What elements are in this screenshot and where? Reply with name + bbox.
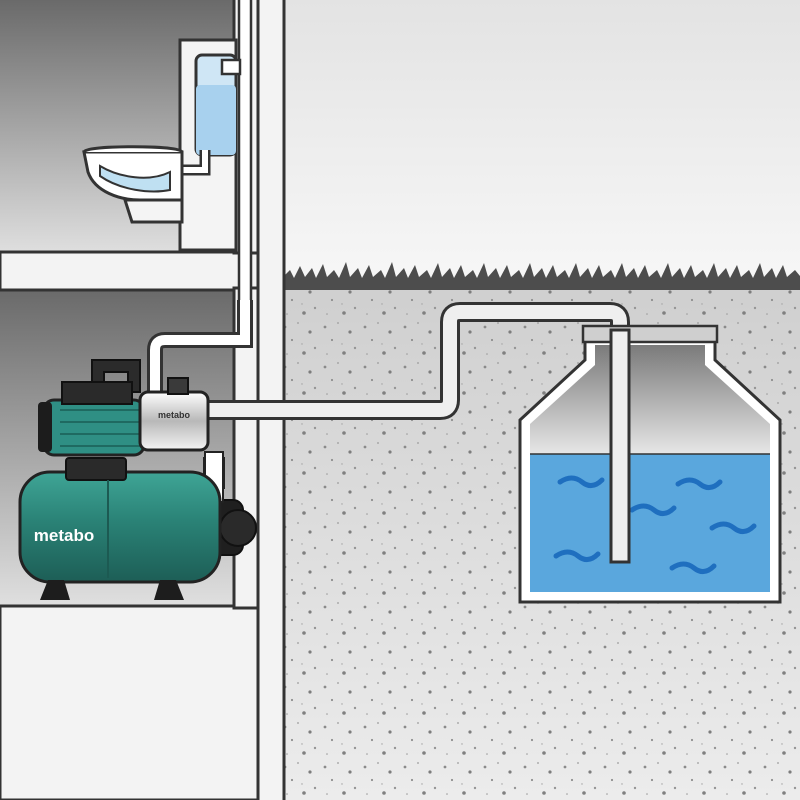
riser-pipe: [237, 0, 253, 347]
floor-slab: [0, 250, 284, 292]
sky: [282, 0, 800, 285]
grass: [282, 262, 800, 290]
cistern-tank-icon: [518, 324, 782, 604]
pump-icon: [18, 359, 257, 600]
toilet-icon: [82, 38, 242, 252]
tank-logo-text: metabo: [34, 526, 94, 545]
motor-logo-text: metabo: [158, 410, 191, 420]
basement-floor: [0, 604, 284, 800]
